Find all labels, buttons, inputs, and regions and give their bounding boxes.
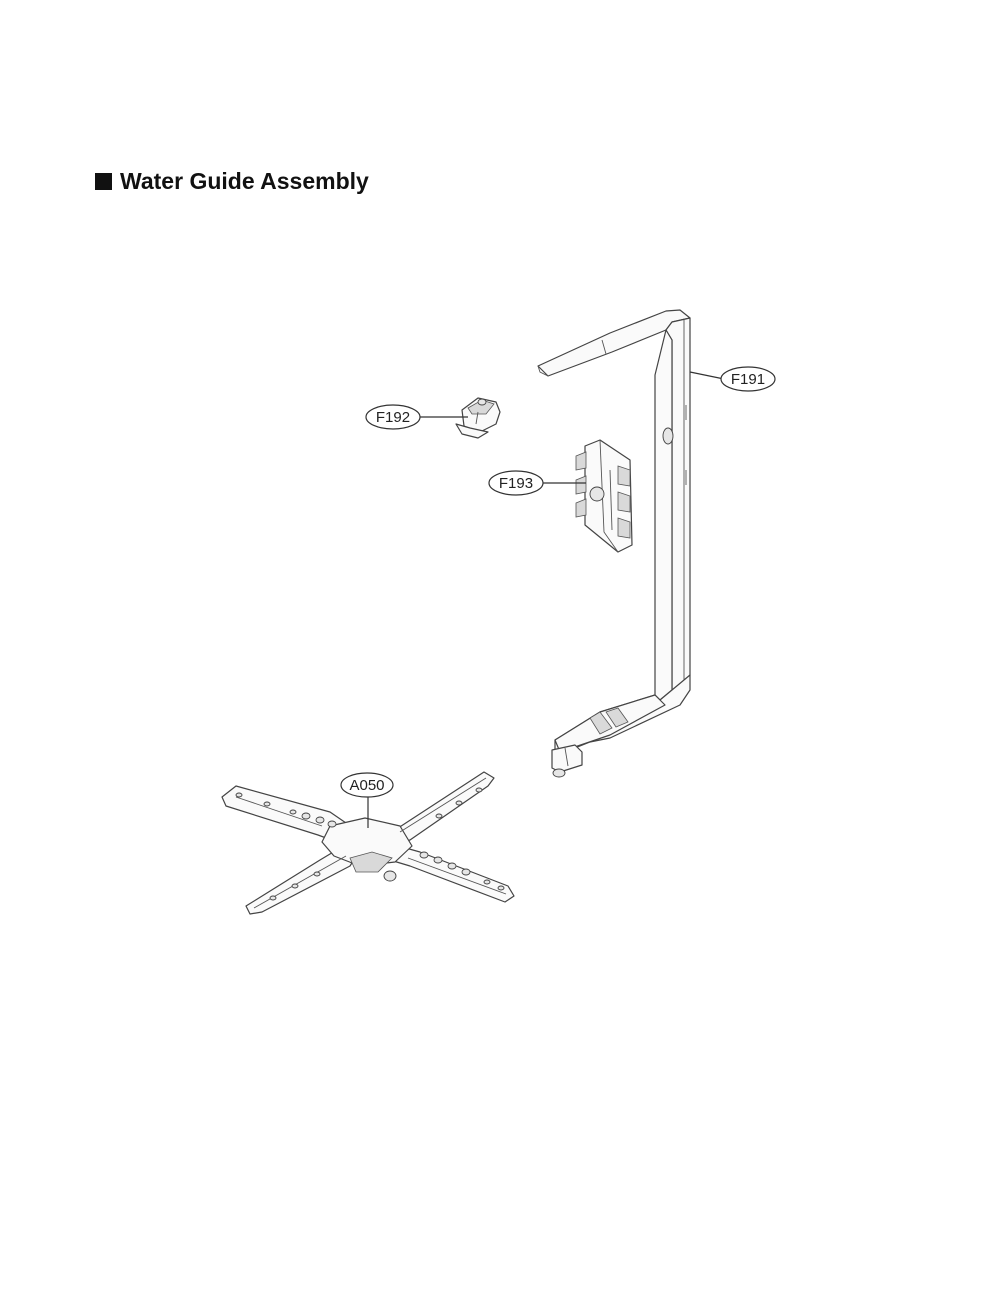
callout-f191: F191 — [689, 366, 776, 392]
part-f191-water-guide — [537, 309, 691, 778]
callout-label-f191: F191 — [731, 371, 765, 388]
callout-label-a050: A050 — [349, 777, 384, 794]
callout-label-f193: F193 — [499, 475, 533, 492]
part-a050-spray-arm — [221, 771, 515, 915]
section-title: Water Guide Assembly — [120, 168, 369, 194]
part-f193-manifold — [575, 439, 633, 553]
callout-label-f192: F192 — [376, 409, 410, 426]
part-f192-clip — [455, 397, 501, 439]
callout-f193: F193 — [488, 470, 586, 496]
black-square-icon — [95, 173, 112, 190]
section-heading: Water Guide Assembly — [95, 168, 369, 195]
callout-f192: F192 — [365, 404, 468, 430]
callout-a050: A050 — [340, 772, 394, 828]
